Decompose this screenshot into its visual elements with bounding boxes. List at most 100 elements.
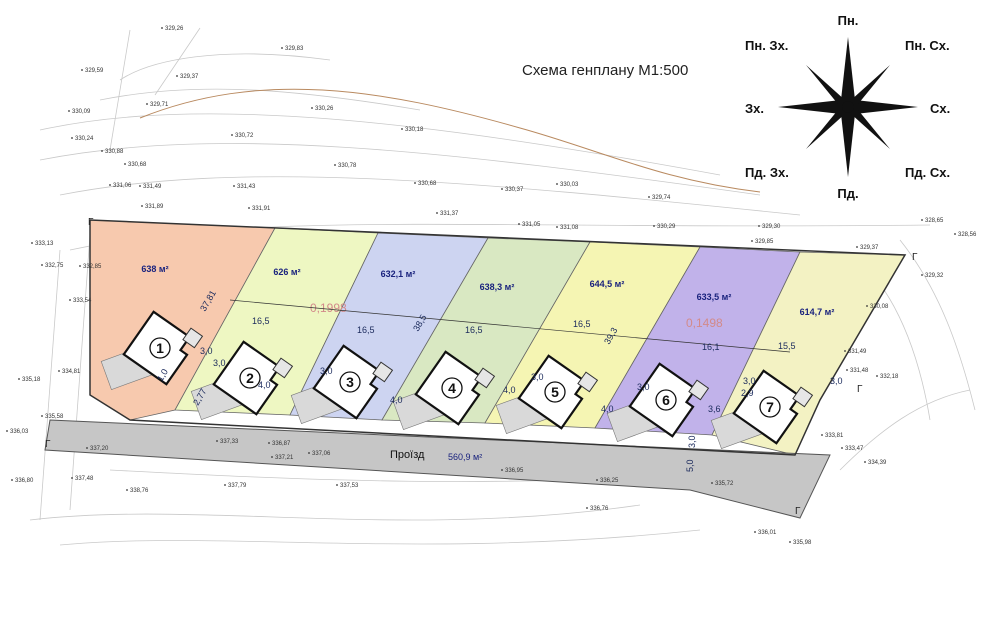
elevation-label: 330,88 (105, 149, 124, 155)
elevation-label: 336,87 (272, 441, 291, 447)
elevation-point (146, 103, 148, 105)
dimension-label: 3,0 (637, 382, 650, 392)
plot-number-circle (339, 371, 361, 393)
elevation-point (109, 184, 111, 186)
elevation-point (401, 128, 403, 130)
dimension-label: 16,5 (465, 325, 483, 335)
elevation-label: 337,53 (340, 483, 359, 489)
elevation-label: 335,72 (715, 481, 734, 487)
elevation-point (856, 246, 858, 248)
elevation-point (751, 240, 753, 242)
elevation-label: 331,43 (237, 184, 256, 190)
compass-south-label: Пд. (837, 186, 858, 201)
plot-area-label: 633,5 м² (697, 292, 732, 302)
road-edge-lines (39, 27, 201, 521)
elevation-point (71, 137, 73, 139)
dimension-label: 4,0 (390, 395, 403, 405)
boundary-mark-se: Г (795, 506, 801, 517)
elevation-label: 337,06 (312, 451, 331, 457)
elevation-point (41, 415, 43, 417)
plot-area-label: 614,7 м² (800, 307, 835, 317)
compass-northwest-label: Пн. Зх. (745, 38, 788, 53)
plot-number-circle (149, 337, 171, 359)
dimension-label: 3,0 (531, 372, 544, 382)
elevation-label: 330,68 (418, 181, 437, 187)
elevation-label: 333,47 (845, 446, 864, 452)
elevation-label: 330,08 (870, 304, 889, 310)
ratio-label-2: 0,1498 (686, 316, 723, 330)
elevation-label: 331,91 (252, 206, 271, 212)
elevation-point (586, 507, 588, 509)
elevation-point (846, 369, 848, 371)
elevation-point (18, 378, 20, 380)
elevation-label: 336,03 (10, 429, 29, 435)
elevation-label: 330,09 (72, 109, 91, 115)
elevation-label: 331,37 (440, 211, 459, 217)
elevation-point (71, 477, 73, 479)
elevation-label: 330,18 (405, 127, 424, 133)
plot-number: 5 (551, 384, 559, 400)
house-annex (272, 357, 294, 379)
elevation-label: 330,29 (657, 224, 676, 230)
elevation-label: 333,54 (73, 298, 92, 304)
elevation-label: 329,71 (150, 102, 169, 108)
dimension-label: 16,1 (702, 342, 720, 352)
elevation-label: 328,65 (925, 218, 944, 224)
elevation-point (308, 452, 310, 454)
compass-southwest-label: Пд. Зх. (745, 165, 789, 180)
elevation-label: 329,30 (762, 224, 781, 230)
house-annex (182, 327, 204, 349)
dimension-label: 3,0 (213, 358, 226, 368)
elevation-label: 332,18 (880, 374, 899, 380)
elevation-label: 335,98 (793, 540, 812, 546)
elevation-point (821, 434, 823, 436)
elevation-label: 329,59 (85, 68, 104, 74)
elevation-point (844, 350, 846, 352)
elevation-point (248, 207, 250, 209)
elevation-point (518, 223, 520, 225)
dimension-label: 5,0 (685, 459, 695, 472)
plot-number: 4 (448, 380, 456, 396)
elevation-label: 331,48 (850, 368, 869, 374)
elevation-label: 338,76 (130, 488, 149, 494)
elevation-point (841, 447, 843, 449)
plot-number: 2 (246, 370, 254, 386)
orange-contour (139, 88, 761, 193)
dimension-label: 4,0 (601, 404, 614, 414)
plot-area-label: 638,3 м² (480, 282, 515, 292)
plot-number: 1 (156, 340, 164, 356)
dimension-label: 4,0 (258, 380, 271, 390)
elevation-label: 331,89 (145, 204, 164, 210)
plot-area-label: 632,1 м² (381, 269, 416, 279)
elevation-point (864, 461, 866, 463)
elevation-point (754, 531, 756, 533)
compass-southeast-label: Пд. Сх. (905, 165, 950, 180)
elevation-point (866, 305, 868, 307)
elevation-point (711, 482, 713, 484)
dimension-label: 4,0 (503, 385, 516, 395)
elevation-label: 329,26 (165, 26, 184, 32)
boundary-mark-ne: Г (912, 252, 918, 263)
road-area-label: 560,9 м² (448, 452, 482, 462)
elevation-label: 329,37 (180, 74, 199, 80)
dimension-label: 2,9 (741, 388, 754, 398)
compass-east-label: Сх. (930, 101, 950, 116)
ratio-label-1: 0,1998 (310, 301, 347, 315)
elevation-point (141, 205, 143, 207)
elevation-label: 336,25 (600, 478, 619, 484)
elevation-point (86, 447, 88, 449)
elevation-label: 331,05 (522, 222, 541, 228)
dimension-label: 16,5 (252, 316, 270, 326)
plot-number: 6 (662, 392, 670, 408)
elevation-label: 329,37 (860, 245, 879, 251)
access-road (44, 419, 831, 519)
elevation-label: 330,03 (560, 182, 579, 188)
elevation-label: 330,78 (338, 163, 357, 169)
elevation-label: 336,01 (758, 530, 777, 536)
elevation-point (124, 163, 126, 165)
elevation-label: 335,58 (45, 414, 64, 420)
elevation-label: 334,39 (868, 460, 887, 466)
